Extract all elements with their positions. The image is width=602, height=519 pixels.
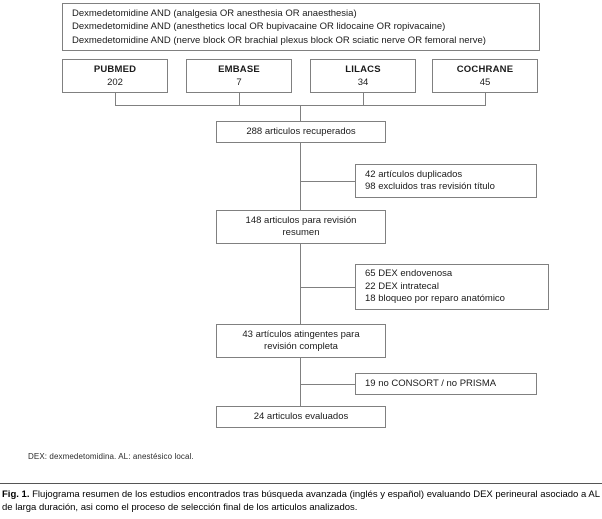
connector-cochrane-drop bbox=[485, 93, 486, 106]
query-line-1: Dexmedetomidine AND (analgesia OR anesth… bbox=[72, 7, 357, 19]
database-box-pubmed: PUBMED 202 bbox=[62, 59, 168, 93]
database-name-lilacs: LILACS bbox=[345, 64, 381, 75]
stage-label-abstract-line-2: resumen bbox=[282, 227, 320, 238]
exclusion-box-duplicates: 42 artículos duplicados 98 excluidos tra… bbox=[355, 164, 537, 198]
exclusion-route-line-2: 22 DEX intratecal bbox=[365, 280, 439, 292]
database-name-cochrane: COCHRANE bbox=[456, 64, 514, 75]
connector-fulltext-to-evaluated bbox=[300, 358, 301, 407]
figure-caption: Fig. 1. Flujograma resumen de los estudi… bbox=[2, 489, 600, 514]
stage-label-retrieved: 288 articulos recuperados bbox=[246, 125, 356, 137]
connector-branch-route bbox=[300, 287, 356, 288]
stage-label-evaluated: 24 articulos evaluados bbox=[253, 410, 349, 422]
stage-label-fulltext-line-2: revisión completa bbox=[264, 341, 338, 352]
database-count-cochrane: 45 bbox=[479, 77, 491, 88]
caption-divider bbox=[0, 483, 602, 484]
database-box-lilacs: LILACS 34 bbox=[310, 59, 416, 93]
stage-label-fulltext-line-1: 43 artículos atingentes para bbox=[242, 328, 360, 340]
query-line-2: Dexmedetomidine AND (anesthetics local O… bbox=[72, 21, 446, 33]
connector-lilacs-drop bbox=[363, 93, 364, 106]
stage-box-evaluated: 24 articulos evaluados bbox=[216, 406, 386, 428]
query-line-3: Dexmedetomidine AND (nerve block OR brac… bbox=[72, 34, 486, 46]
search-query-box: Dexmedetomidine AND (analgesia OR anesth… bbox=[62, 3, 540, 51]
connector-abstract-to-fulltext bbox=[300, 244, 301, 325]
database-count-lilacs: 34 bbox=[357, 77, 369, 88]
connector-embase-drop bbox=[239, 93, 240, 106]
exclusion-duplicates-line-2: 98 excluidos tras revisión título bbox=[365, 181, 495, 192]
database-count-embase: 7 bbox=[236, 77, 242, 88]
connector-branch-consort bbox=[300, 384, 356, 385]
exclusion-box-administration-route: 65 DEX endovenosa 22 DEX intratecal 18 b… bbox=[355, 264, 549, 310]
connector-branch-duplicates bbox=[300, 181, 356, 182]
database-name-pubmed: PUBMED bbox=[93, 64, 137, 75]
figure-caption-label: Fig. 1. bbox=[2, 489, 30, 500]
exclusion-route-line-3: 18 bloqueo por reparo anatómico bbox=[365, 293, 505, 305]
stage-label-abstract-line-1: 148 articulos para revisión bbox=[245, 214, 357, 226]
exclusion-route-line-1: 65 DEX endovenosa bbox=[365, 268, 453, 280]
connector-pubmed-drop bbox=[115, 93, 116, 106]
stage-box-fulltext-review: 43 artículos atingentes para revisión co… bbox=[216, 324, 386, 358]
exclusion-box-consort-prisma: 19 no CONSORT / no PRISMA bbox=[355, 373, 537, 395]
exclusion-duplicates-line-1: 42 artículos duplicados bbox=[365, 168, 463, 180]
database-name-embase: EMBASE bbox=[218, 64, 260, 75]
stage-box-retrieved: 288 articulos recuperados bbox=[216, 121, 386, 143]
database-count-pubmed: 202 bbox=[107, 77, 123, 88]
connector-retrieved-to-abstract bbox=[300, 143, 301, 211]
database-box-embase: EMBASE 7 bbox=[186, 59, 292, 93]
figure-caption-text: Flujograma resumen de los estudios encon… bbox=[2, 489, 601, 513]
database-box-cochrane: COCHRANE 45 bbox=[432, 59, 538, 93]
stage-box-abstract-review: 148 articulos para revisión resumen bbox=[216, 210, 386, 244]
abbreviation-footnote: DEX: dexmedetomidina. AL: anestésico loc… bbox=[28, 452, 194, 461]
connector-manifold-to-retrieved bbox=[300, 105, 301, 122]
exclusion-consort-label: 19 no CONSORT / no PRISMA bbox=[365, 377, 497, 389]
